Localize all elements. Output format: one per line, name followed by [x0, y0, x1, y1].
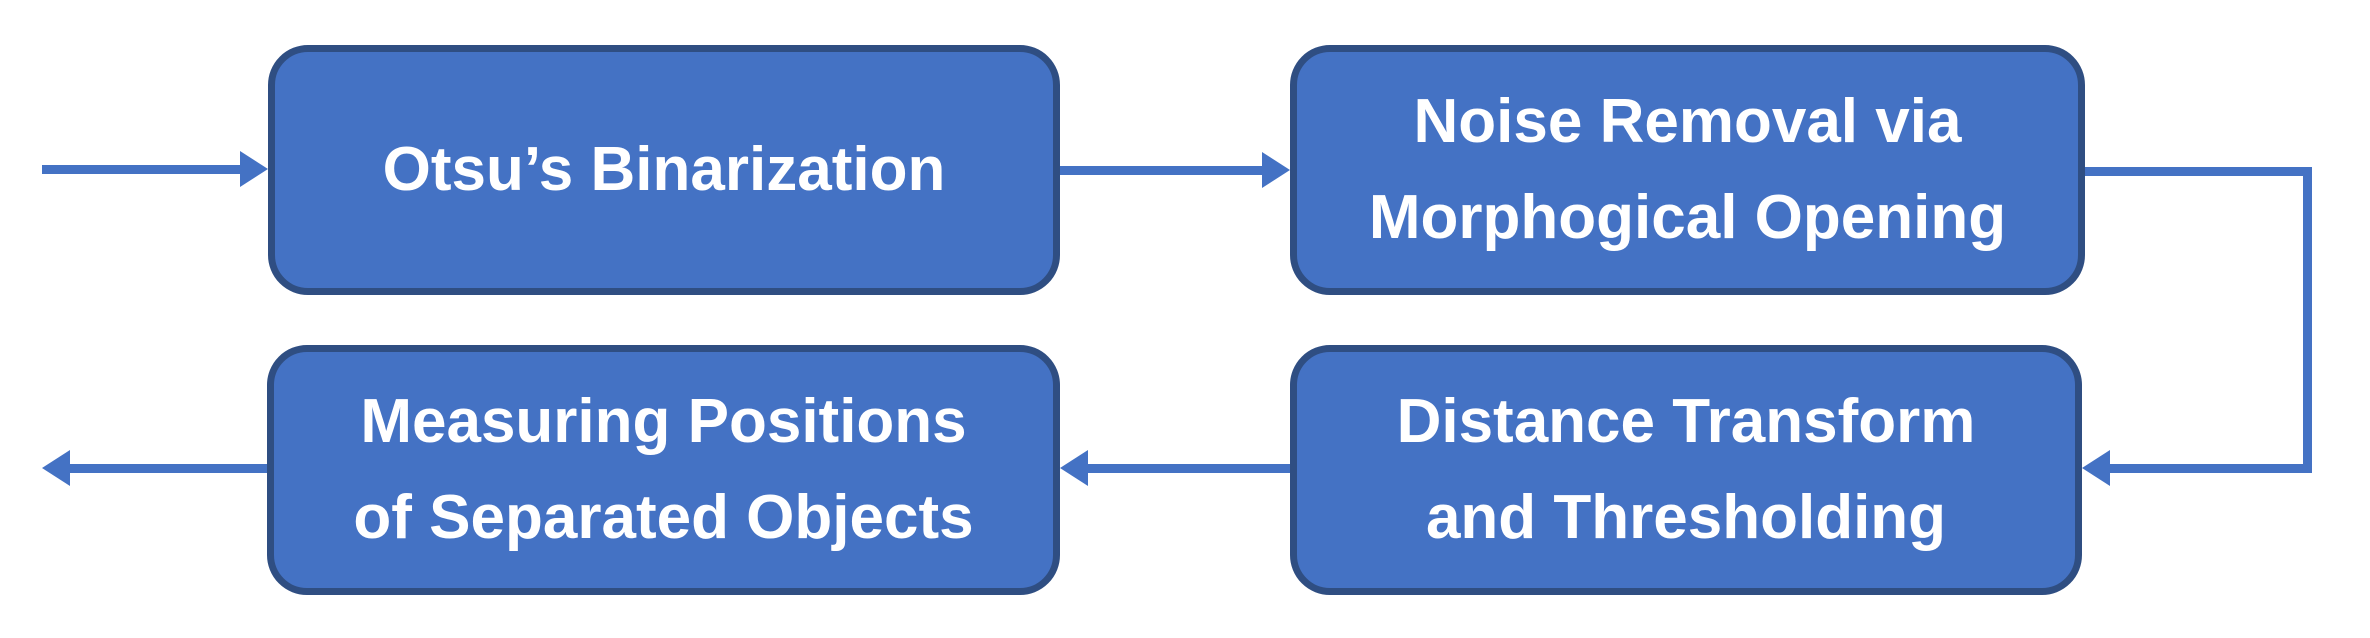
arrowhead-left-icon: [2082, 450, 2110, 486]
connector-otsu-to-noise-line: [1060, 166, 1264, 175]
node-label-line: Measuring Positions: [360, 387, 967, 456]
input-arrow-line: [42, 165, 242, 174]
output-arrow-line: [70, 464, 267, 473]
connector-noise-to-distance-top-segment: [2085, 167, 2312, 176]
node-noise-removal: Noise Removal via Morphogical Opening: [1290, 45, 2085, 295]
node-label-line: Otsu’s Binarization: [382, 135, 946, 204]
arrowhead-left-icon: [42, 450, 70, 486]
node-label-line: and Thresholding: [1425, 483, 1947, 552]
node-label-line: Morphogical Opening: [1368, 183, 2007, 252]
node-distance-transform: Distance Transform and Thresholding: [1290, 345, 2082, 595]
arrowhead-right-icon: [240, 151, 268, 187]
connector-noise-to-distance-bottom-segment: [2110, 464, 2312, 473]
node-label-line: of Separated Objects: [353, 483, 974, 552]
arrowhead-left-icon: [1060, 450, 1088, 486]
node-label-line: Distance Transform: [1396, 387, 1976, 456]
node-otsu-binarization: Otsu’s Binarization: [268, 45, 1060, 295]
connector-distance-to-measuring-line: [1088, 464, 1290, 473]
connector-noise-to-distance-vertical-segment: [2303, 167, 2312, 473]
node-measuring-positions: Measuring Positions of Separated Objects: [267, 345, 1060, 595]
arrowhead-right-icon: [1262, 152, 1290, 188]
node-label-line: Noise Removal via: [1413, 87, 1962, 156]
